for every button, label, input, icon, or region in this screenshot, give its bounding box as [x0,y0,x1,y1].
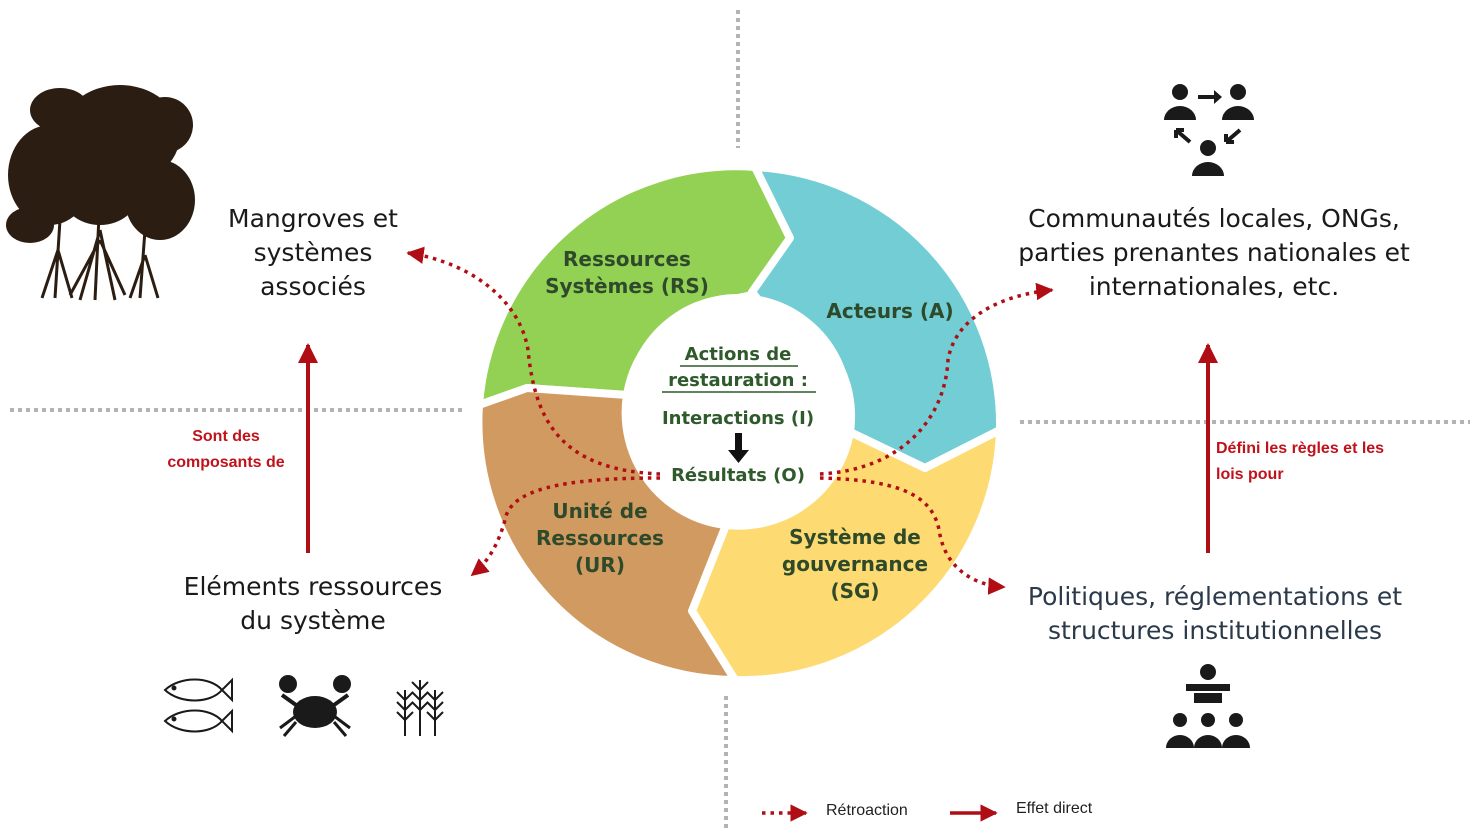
quadrant-top-right-label: Communautés locales, ONGs, parties prena… [1018,204,1410,301]
center-hub [624,294,852,522]
quadrant-dividers [10,10,1470,828]
segment-a-label: Acteurs (A) [826,299,954,323]
legend-direct-label: Effet direct [1016,800,1093,817]
feedback-to-communities [819,282,1054,476]
left-arrow-label: Sont des composants de [167,428,285,471]
center-down-arrow [728,433,749,463]
conference-icon [1166,664,1250,748]
cycle-ring [474,162,1005,685]
segment-rs-label: Ressources Systèmes (RS) [545,247,709,298]
center-results: Résultats (O) [671,465,805,486]
crab-icon [279,675,351,737]
segment-sg [688,426,1004,685]
feedback-to-mangroves [406,246,661,476]
segment-sg-label: Système de gouvernance (SG) [781,525,929,603]
legend-feedback-label: Rétroaction [826,802,908,819]
quadrant-top-left-label: Mangroves et systèmes associés [228,204,398,301]
stakeholder-network-icon [1164,84,1254,176]
segment-ur-label: Unité de Ressources (UR) [536,499,664,577]
right-arrow-label: Défini les règles et les lois pour [1216,440,1385,483]
segment-ur [474,384,739,684]
quadrant-bottom-left-label: Eléments ressources du système [183,572,443,635]
mangrove-tree-icon [6,85,195,301]
wheat-icon [396,680,444,736]
quadrant-bottom-right-label: Politiques, réglementations et structure… [1027,582,1403,645]
center-interactions: Interactions (I) [661,408,815,429]
fish-icon [163,677,233,734]
center-heading: Actions de restauration : [668,344,808,391]
